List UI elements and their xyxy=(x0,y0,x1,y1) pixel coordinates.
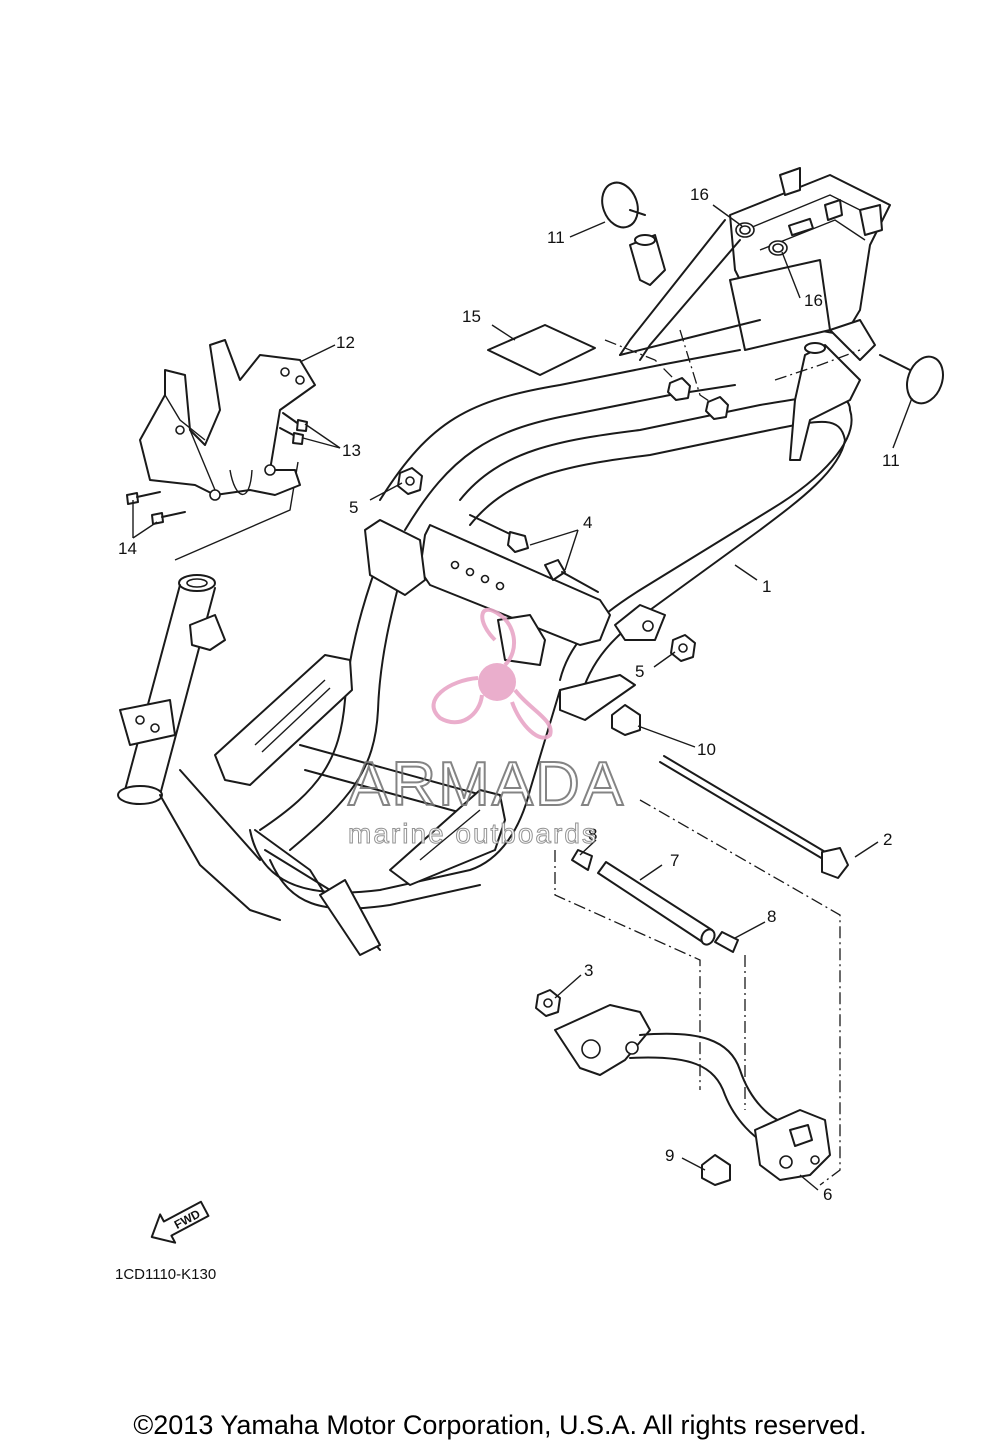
armada-watermark: ARMADA marine outboards xyxy=(347,607,625,850)
collar-8-left xyxy=(571,849,593,871)
damper-10 xyxy=(611,704,641,736)
bracket-assembly-12 xyxy=(139,339,316,501)
callout-12: 12 xyxy=(336,333,355,352)
callout-15: 15 xyxy=(462,307,481,326)
bolt-4-lower xyxy=(544,559,599,593)
part-code: 1CD1110-K130 xyxy=(115,1266,216,1283)
nut-3 xyxy=(535,989,561,1017)
engine-bracket-6 xyxy=(554,1004,831,1181)
callout-1: 1 xyxy=(762,577,771,596)
callout-2: 2 xyxy=(883,830,892,849)
callout-9: 9 xyxy=(665,1146,674,1165)
callout-16-upper: 16 xyxy=(690,185,709,204)
callout-11-right: 11 xyxy=(882,451,900,470)
watermark-name: ARMADA xyxy=(348,750,625,819)
nut-top-b xyxy=(705,396,729,420)
grommet-16-upper xyxy=(739,225,751,235)
callout-13: 13 xyxy=(342,441,361,460)
label-15 xyxy=(487,324,596,376)
callout-11-left: 11 xyxy=(547,228,565,247)
callout-5-upper: 5 xyxy=(349,498,358,517)
copyright-notice: ©2013 Yamaha Motor Corporation, U.S.A. A… xyxy=(133,1410,867,1440)
callout-3: 3 xyxy=(584,961,593,980)
callout-10: 10 xyxy=(697,740,716,759)
damper-11-left xyxy=(601,181,646,229)
nut-5-lower xyxy=(670,634,696,662)
callout-8-right: 8 xyxy=(767,907,776,926)
pipe-7 xyxy=(597,861,716,946)
callout-14: 14 xyxy=(118,539,137,558)
watermark-tagline: marine outboards xyxy=(348,818,598,849)
fwd-arrow-icon: FWD xyxy=(150,1200,210,1244)
leader-lines xyxy=(132,204,913,1191)
callout-16-lower: 16 xyxy=(804,291,823,310)
rear-top-frame xyxy=(619,167,891,461)
callout-6: 6 xyxy=(823,1185,832,1204)
grommet-16-lower xyxy=(772,243,784,253)
screw-13 xyxy=(279,412,308,445)
collar-8-right xyxy=(714,931,739,953)
callout-8-left: 8 xyxy=(588,825,597,844)
callout-4: 4 xyxy=(583,513,592,532)
main-frame xyxy=(214,349,853,956)
nut-top-a xyxy=(667,377,691,401)
head-pipe xyxy=(117,574,281,921)
callout-5-lower: 5 xyxy=(635,662,644,681)
damper-9 xyxy=(701,1154,731,1186)
bolt-2 xyxy=(659,755,849,879)
callout-7: 7 xyxy=(670,851,679,870)
nut-5-upper xyxy=(397,467,423,495)
damper-11-right xyxy=(879,354,944,405)
propeller-logo-icon xyxy=(431,607,553,740)
screw-14 xyxy=(126,491,186,525)
bolt-4-upper xyxy=(469,514,529,553)
